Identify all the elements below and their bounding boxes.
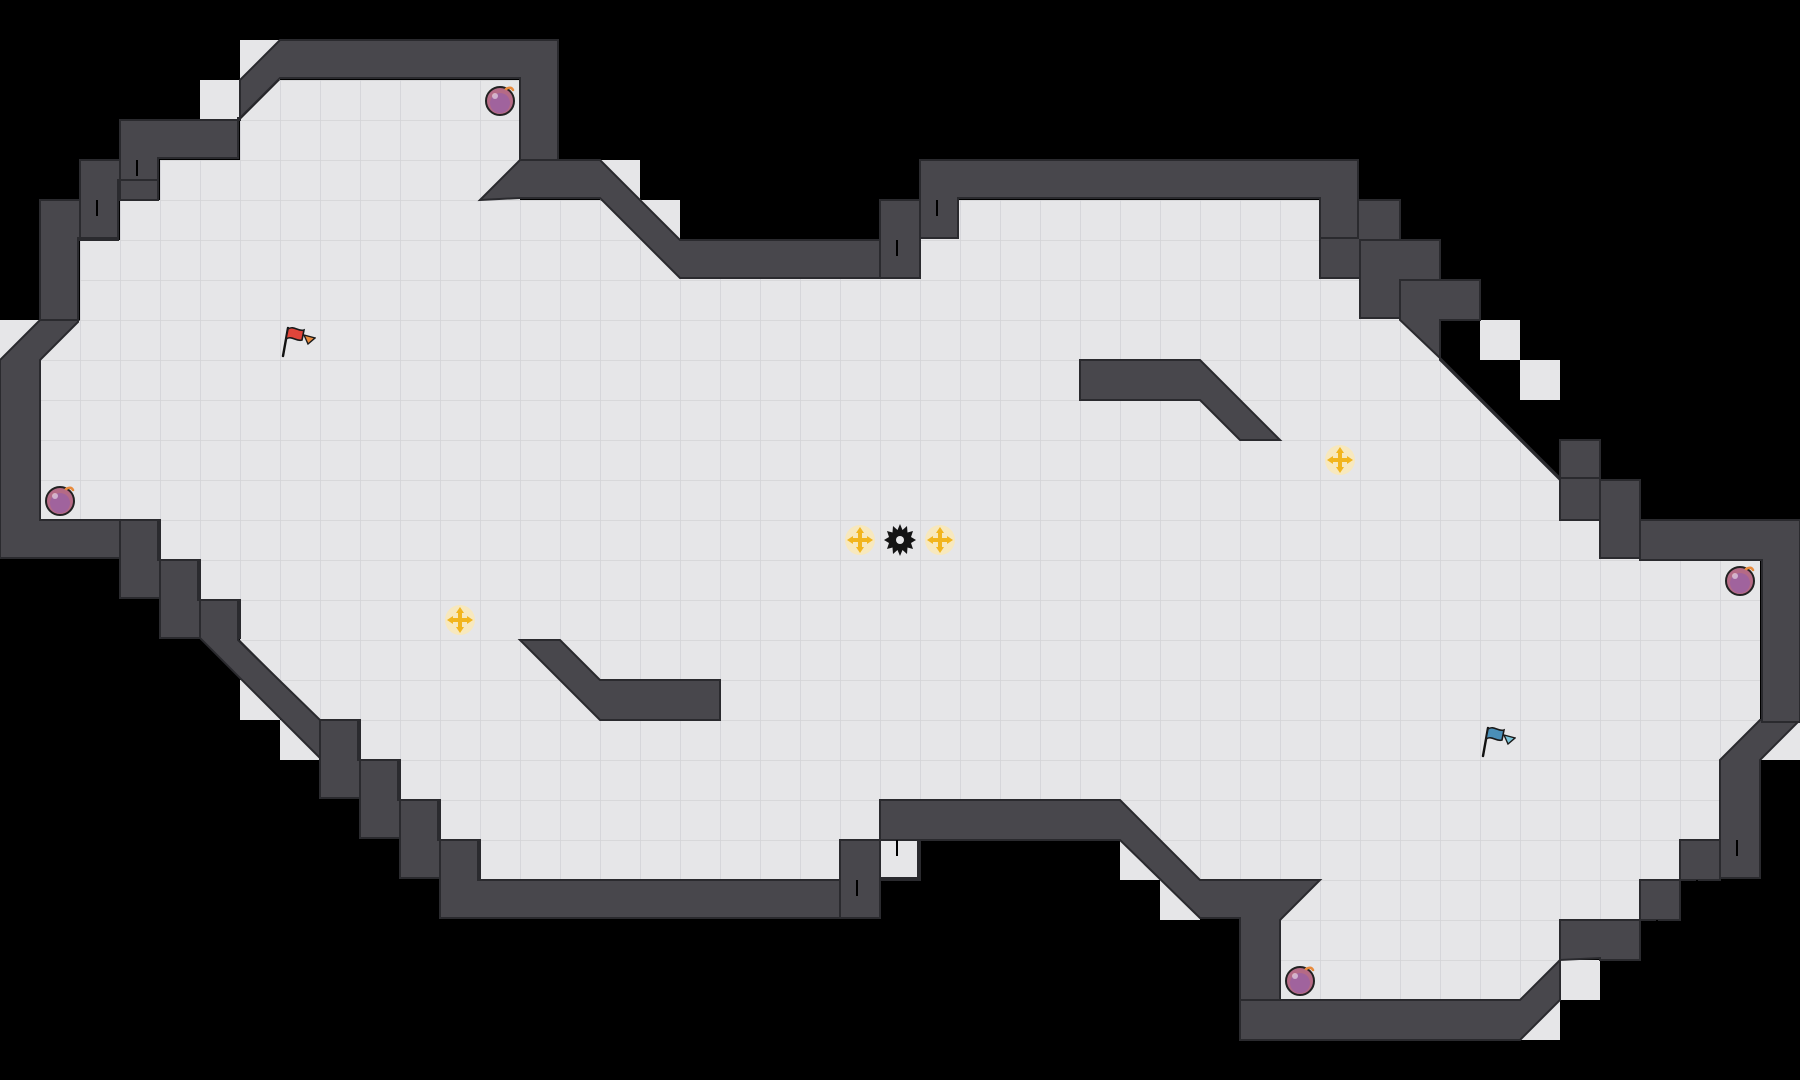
- bomb-icon: [1282, 962, 1318, 998]
- wall-notches: [96, 160, 1738, 936]
- outer-walls: [0, 39, 1800, 1041]
- red-flag-icon: [280, 322, 316, 358]
- boost-icon: [922, 522, 958, 558]
- inner-walls: [517, 359, 1283, 721]
- boost-icon: [1322, 442, 1358, 478]
- blue-flag-icon: [1480, 722, 1516, 758]
- boost-icon: [842, 522, 878, 558]
- boost-icon: [442, 602, 478, 638]
- bomb-icon: [482, 82, 518, 118]
- bomb-icon: [1722, 562, 1758, 598]
- spike-icon: [882, 522, 918, 558]
- bomb-icon: [42, 482, 78, 518]
